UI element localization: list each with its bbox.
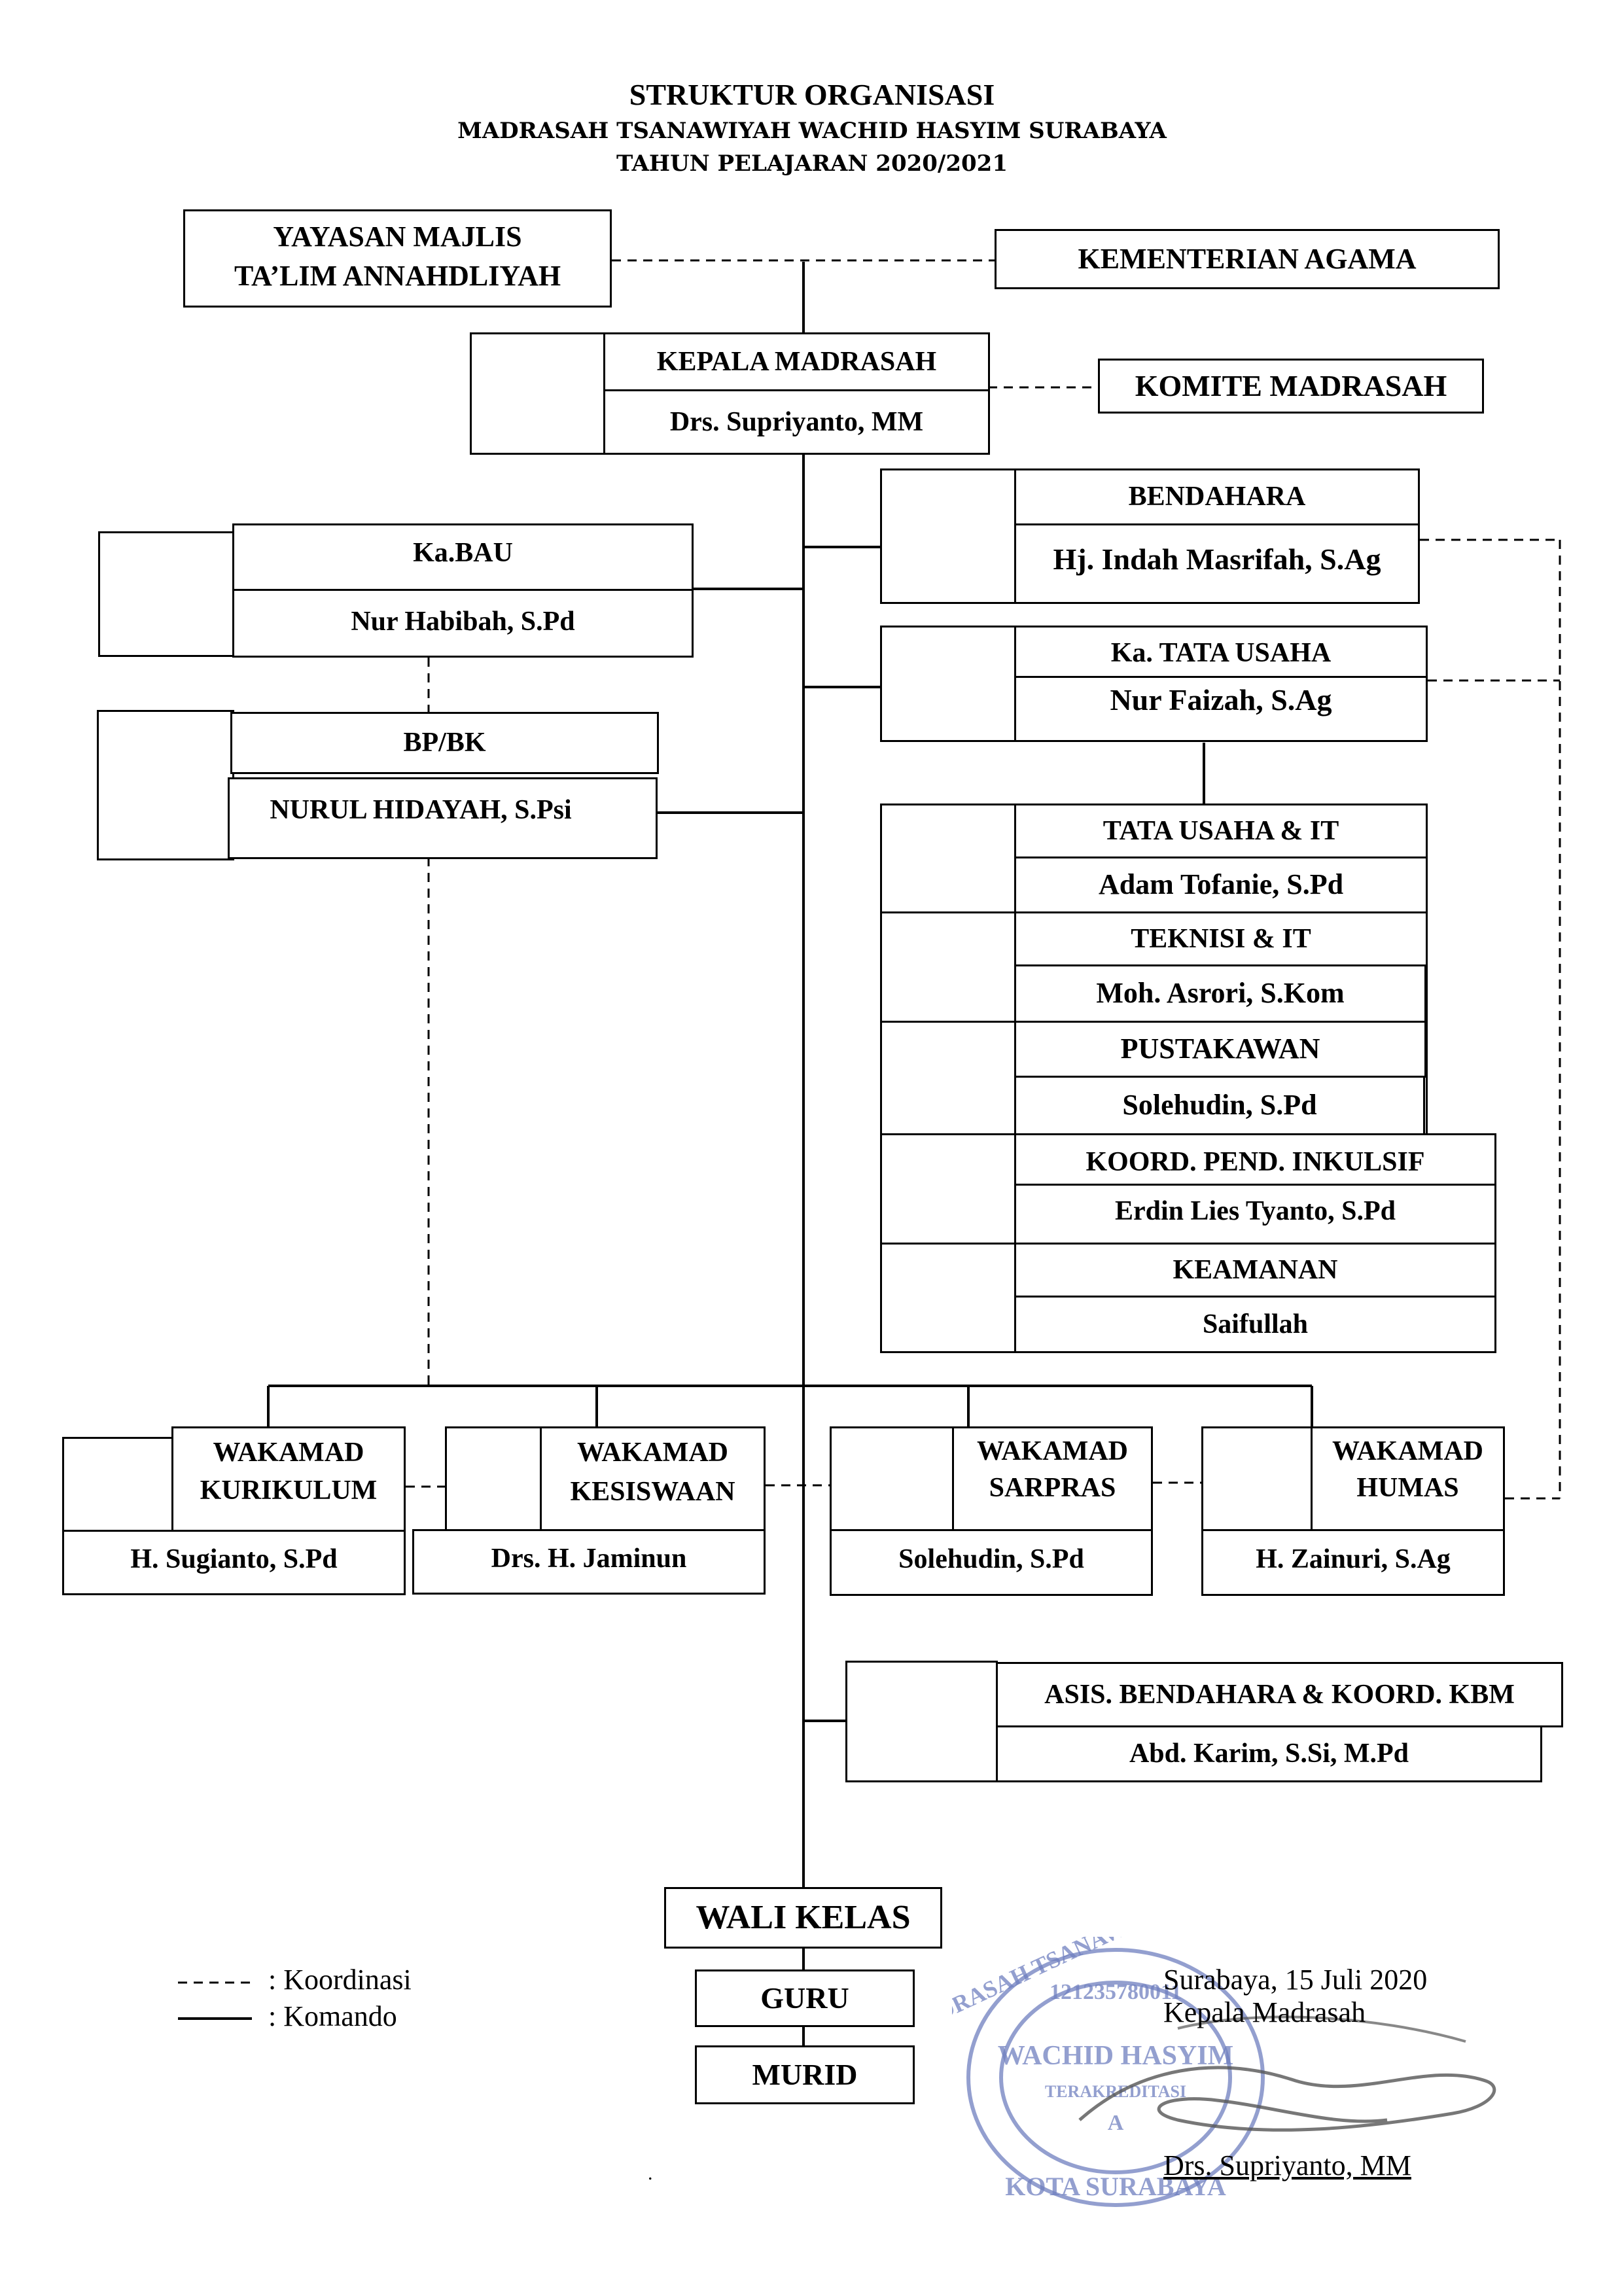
wk-kesiswaan-name: Drs. H. Jaminun (491, 1543, 687, 1574)
keamanan-name-box (1014, 1296, 1496, 1353)
komite-title: KOMITE MADRASAH (1135, 368, 1447, 402)
signature-place-date: Surabaya, 15 Juli 2020 (1163, 1964, 1428, 1996)
pustakawan-side-box (880, 1021, 1016, 1135)
kabau-name: Nur Habibah, S.Pd (351, 606, 575, 637)
asis-name-box (996, 1725, 1542, 1782)
legend-koordinasi: : Koordinasi (268, 1964, 412, 1996)
inklusif-side-box (880, 1133, 1016, 1245)
wk-humas-line2: HUMAS (1356, 1472, 1459, 1503)
wk-sarpras-name: Solehudin, S.Pd (898, 1544, 1084, 1574)
chart-title: STRUKTUR ORGANISASI (629, 78, 995, 111)
tuit-title: TATA USAHA & IT (1103, 815, 1339, 846)
tuit-side-box (880, 804, 1016, 913)
bendahara-name-box (1014, 523, 1420, 604)
svg-text:TERAKREDITASI: TERAKREDITASI (1045, 2082, 1186, 2101)
dot-mark: . (648, 2163, 653, 2184)
wk-kesiswaan-title-box (540, 1426, 766, 1531)
wk-sarpras-name-box (830, 1529, 1153, 1596)
inklusif-name: Erdin Lies Tyanto, S.Pd (1114, 1196, 1396, 1227)
chart-year: TAHUN PELAJARAN 2020/2021 (616, 150, 1008, 177)
keamanan-name: Saifullah (1202, 1309, 1309, 1339)
signature-role: Kepala Madrasah (1163, 1996, 1366, 2028)
asis-side-box (845, 1661, 998, 1782)
katu-title-box (1014, 626, 1428, 678)
teknisi-title-box (1014, 911, 1428, 966)
bpbk-name-box (228, 777, 658, 859)
walikelas-title: WALI KELAS (696, 1899, 911, 1937)
bpbk-name: NURUL HIDAYAH, S.Psi (270, 794, 572, 825)
katu-name: Nur Faizah, S.Ag (1110, 682, 1332, 716)
murid-box (695, 2045, 915, 2104)
legend-komando: : Komando (268, 2000, 397, 2032)
wk-kesiswaan-line1: WAKAMAD (577, 1437, 728, 1468)
kabau-side-box (98, 531, 236, 657)
wk-kesiswaan-line2: KESISWAAN (570, 1476, 735, 1507)
wk-humas-name: H. Zainuri, S.Ag (1256, 1544, 1451, 1574)
signature-scribble (1078, 2015, 1496, 2132)
pustakawan-name: Solehudin, S.Pd (1122, 1089, 1317, 1122)
katu-name-box (1014, 676, 1428, 742)
kepala-title: KEPALA MADRASAH (656, 346, 937, 377)
kepala-name-box (603, 389, 990, 455)
chart-subtitle: MADRASAH TSANAWIYAH WACHID HASYIM SURABA… (457, 118, 1167, 144)
wk-kurikulum-line2: KURIKULUM (200, 1475, 378, 1506)
wk-humas-title-box (1311, 1426, 1505, 1531)
keamanan-title: KEAMANAN (1173, 1254, 1338, 1285)
kabau-title-box (232, 523, 694, 591)
school-stamp: 121235780011 WACHID HASYIM TERAKREDITASI… (952, 1937, 1265, 2207)
bendahara-name: Hj. Indah Masrifah, S.Ag (1053, 542, 1381, 576)
keamanan-side-box (880, 1243, 1016, 1353)
komite-box (1098, 359, 1484, 414)
kepala-name: Drs. Supriyanto, MM (669, 406, 924, 437)
guru-title: GURU (760, 1981, 849, 2015)
wk-kurikulum-name: H. Sugianto, S.Pd (130, 1544, 338, 1574)
bpbk-title: BP/BK (403, 728, 486, 758)
bpbk-side-box (97, 710, 234, 860)
murid-title: MURID (752, 2057, 858, 2091)
teknisi-title: TEKNISI & IT (1131, 923, 1311, 954)
guru-box (695, 1969, 915, 2027)
asis-name: Abd. Karim, S.Si, M.Pd (1129, 1739, 1409, 1769)
svg-text:A: A (1108, 2111, 1124, 2135)
kabau-name-box (232, 589, 694, 658)
wk-sarpras-line2: SARPRAS (989, 1472, 1116, 1503)
tuit-title-box (1014, 804, 1428, 858)
wk-humas-line1: WAKAMAD (1332, 1436, 1483, 1466)
katu-title: Ka. TATA USAHA (1110, 637, 1332, 668)
asis-title: ASIS. BENDAHARA & KOORD. KBM (1044, 1679, 1515, 1710)
yayasan-box (183, 209, 612, 308)
teknisi-name: Moh. Asrori, S.Kom (1096, 977, 1345, 1010)
teknisi-side-box (880, 911, 1016, 1023)
svg-text:KOTA SURABAYA: KOTA SURABAYA (1005, 2172, 1226, 2201)
wk-kurikulum-line1: WAKAMAD (213, 1437, 364, 1468)
signature-name: Drs. Supriyanto, MM (1163, 2149, 1411, 2181)
walikelas-box (664, 1887, 942, 1949)
inklusif-name-box (1014, 1184, 1496, 1245)
wk-humas-name-box (1201, 1529, 1505, 1596)
kabau-title: Ka.BAU (413, 537, 513, 568)
bpbk-title-box (230, 712, 659, 774)
kemenag-title: KEMENTERIAN AGAMA (1078, 242, 1417, 275)
bendahara-title: BENDAHARA (1128, 482, 1306, 512)
wk-kesiswaan-name-box (412, 1529, 766, 1595)
yayasan-line1: YAYASAN MAJLIS (273, 220, 522, 253)
kemenag-box (995, 229, 1500, 289)
pustakawan-title: PUSTAKAWAN (1120, 1033, 1320, 1065)
wk-kurikulum-name-box (62, 1530, 406, 1595)
yayasan-line2: TA’LIM ANNAHDLIYAH (234, 259, 561, 292)
inklusif-title-box (1014, 1133, 1496, 1186)
tuit-name: Adam Tofanie, S.Pd (1098, 868, 1344, 901)
wk-sarpras-line1: WAKAMAD (977, 1436, 1128, 1466)
svg-text:WACHID HASYIM: WACHID HASYIM (998, 2041, 1234, 2071)
svg-text:121235780011: 121235780011 (1050, 1980, 1182, 2004)
inklusif-title: KOORD. PEND. INKULSIF (1086, 1146, 1425, 1177)
